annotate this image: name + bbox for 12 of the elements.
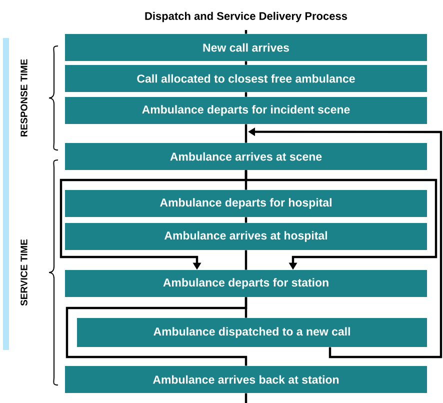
process-box: Ambulance dispatched to a new call [77,318,427,347]
process-box: Ambulance arrives at hospital [65,223,427,250]
process-box: Ambulance departs for incident scene [65,97,427,124]
process-box: Call allocated to closest free ambulance [65,65,427,92]
title: Dispatch and Service Delivery Process [145,12,348,22]
bracket-label: SERVICE TIME [20,239,28,306]
process-box: Ambulance arrives back at station [65,366,427,393]
process-box: Ambulance departs for station [65,270,427,297]
bracket-label: RESPONSE TIME [20,59,28,136]
process-box: New call arrives [65,34,427,61]
process-box: Ambulance arrives at scene [65,143,427,170]
process-box: Ambulance departs for hospital [65,190,427,217]
